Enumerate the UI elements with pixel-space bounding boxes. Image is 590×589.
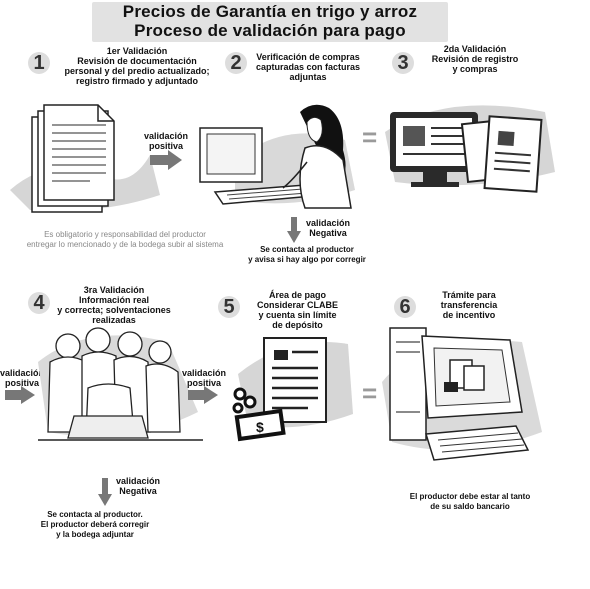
- step-1-text: 1er Validación Revisión de documentación…: [64, 46, 210, 86]
- dollar-sign-icon: $: [256, 419, 264, 435]
- step-6-note: El productor debe estar al tanto de su s…: [409, 492, 531, 511]
- title-banner: Precios de Garantía en trigo y arroz Pro…: [92, 2, 448, 42]
- step-4-text: 3ra Validación Información real y correc…: [57, 285, 171, 325]
- arrow-right-icon: [150, 150, 182, 170]
- arrow-1-label: validación positiva: [143, 131, 188, 151]
- step-6-text: Trámite para transferencia de incentivo: [440, 290, 498, 320]
- step-2-number: 2: [225, 52, 247, 74]
- step-3-text: 2da Validación Revisión de registro y co…: [431, 44, 519, 74]
- step-2-text: Verificación de compras capturadas con f…: [255, 52, 361, 82]
- woman-at-computer-illustration: [199, 104, 355, 209]
- team-illustration: [38, 327, 203, 441]
- equals-sign-1: =: [362, 122, 378, 152]
- arrow-4-left-label: validación positiva: [0, 368, 45, 388]
- step-5-text: Área de pago Considerar CLABE y cuenta s…: [256, 290, 338, 330]
- arrow-4-label: validación Negativa: [115, 476, 160, 496]
- arrow-down-icon: [98, 478, 112, 506]
- arrow-down-icon: [287, 217, 301, 243]
- title-line-1: Precios de Garantía en trigo y arroz: [122, 2, 418, 21]
- arrow-right-icon: [188, 386, 218, 404]
- step-3-number: 3: [392, 52, 414, 74]
- arrow-5-label: validación positiva: [181, 368, 226, 388]
- documents-illustration: [10, 104, 160, 213]
- payment-illustration: $: [232, 337, 353, 442]
- step-4-note: Se contacta al productor. El productor d…: [40, 510, 150, 539]
- computer-tower-illustration: [382, 327, 542, 461]
- arrow-2-label: validación Negativa: [305, 218, 350, 238]
- arrow-right-icon: [5, 386, 35, 404]
- step-5-number: 5: [218, 296, 240, 318]
- equals-sign-2: =: [362, 378, 378, 408]
- step-1-note: Es obligatorio y responsabilidad del pro…: [26, 230, 224, 249]
- step-4-number: 4: [28, 292, 50, 314]
- step-1-number: 1: [28, 52, 50, 74]
- title-line-2: Proceso de validación para pago: [134, 21, 406, 40]
- monitor-documents-illustration: [385, 105, 555, 193]
- step-6-number: 6: [394, 296, 416, 318]
- step-2-note: Se contacta al productor y avisa si hay …: [248, 245, 366, 264]
